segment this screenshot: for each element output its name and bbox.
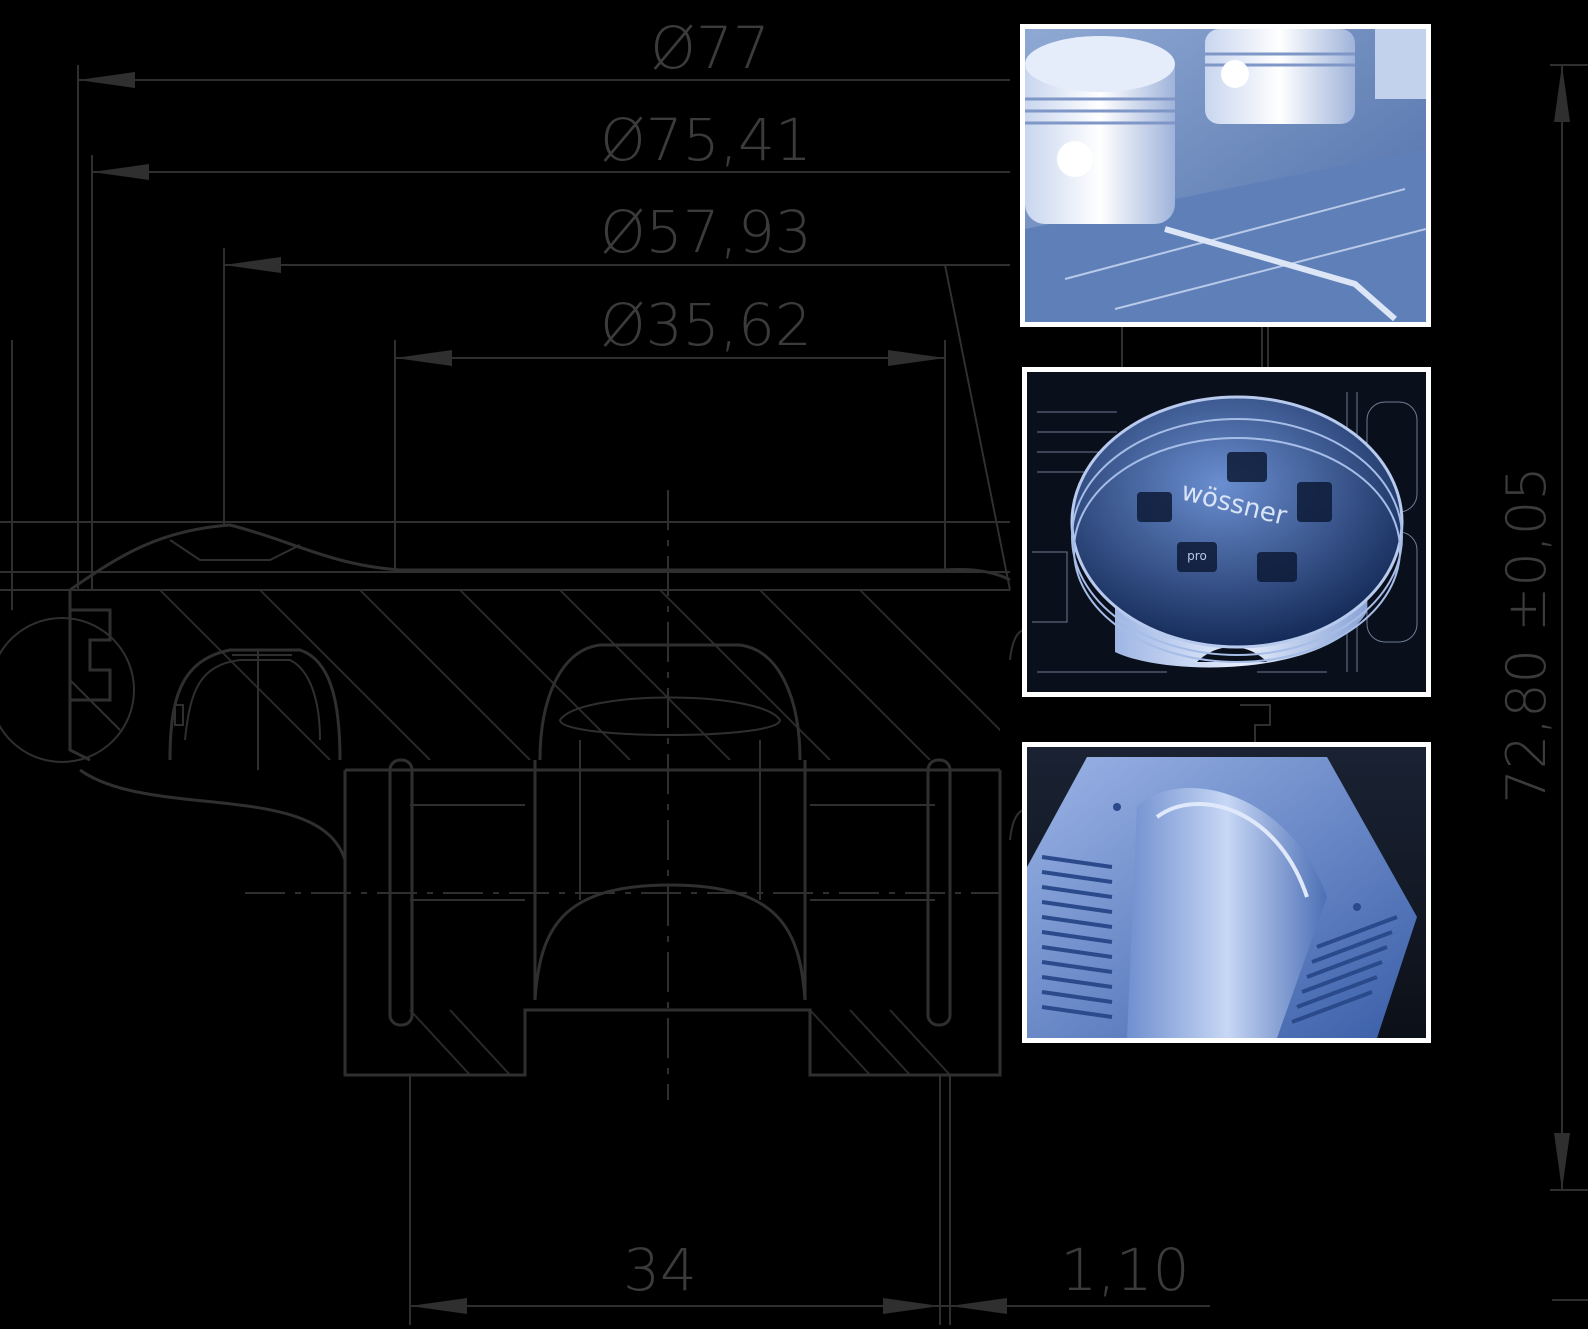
dimension-w34: 34 [623, 1236, 697, 1304]
section-hatching [129, 590, 1000, 760]
piston-brand-subtext: pro [1187, 549, 1207, 563]
photo-piston-pair [1020, 24, 1431, 327]
photo-piston-cutaway [1022, 742, 1431, 1043]
dimension-d3562: Ø35,62 [600, 291, 812, 359]
dimension-d7541: Ø75,41 [600, 106, 812, 174]
dimension-h7280: 72,80 ±0,05 [1495, 466, 1558, 803]
piston-cutaway-image [1027, 747, 1426, 1038]
photo-piston-xray: wössner pro [1022, 367, 1431, 697]
piston-pair-image [1025, 29, 1426, 322]
dimension-d5793: Ø57,93 [600, 198, 812, 266]
dimension-d77: Ø77 [650, 14, 769, 82]
piston-xray-image: wössner pro [1027, 372, 1426, 692]
dimension-w110: 1,10 [1060, 1236, 1189, 1304]
